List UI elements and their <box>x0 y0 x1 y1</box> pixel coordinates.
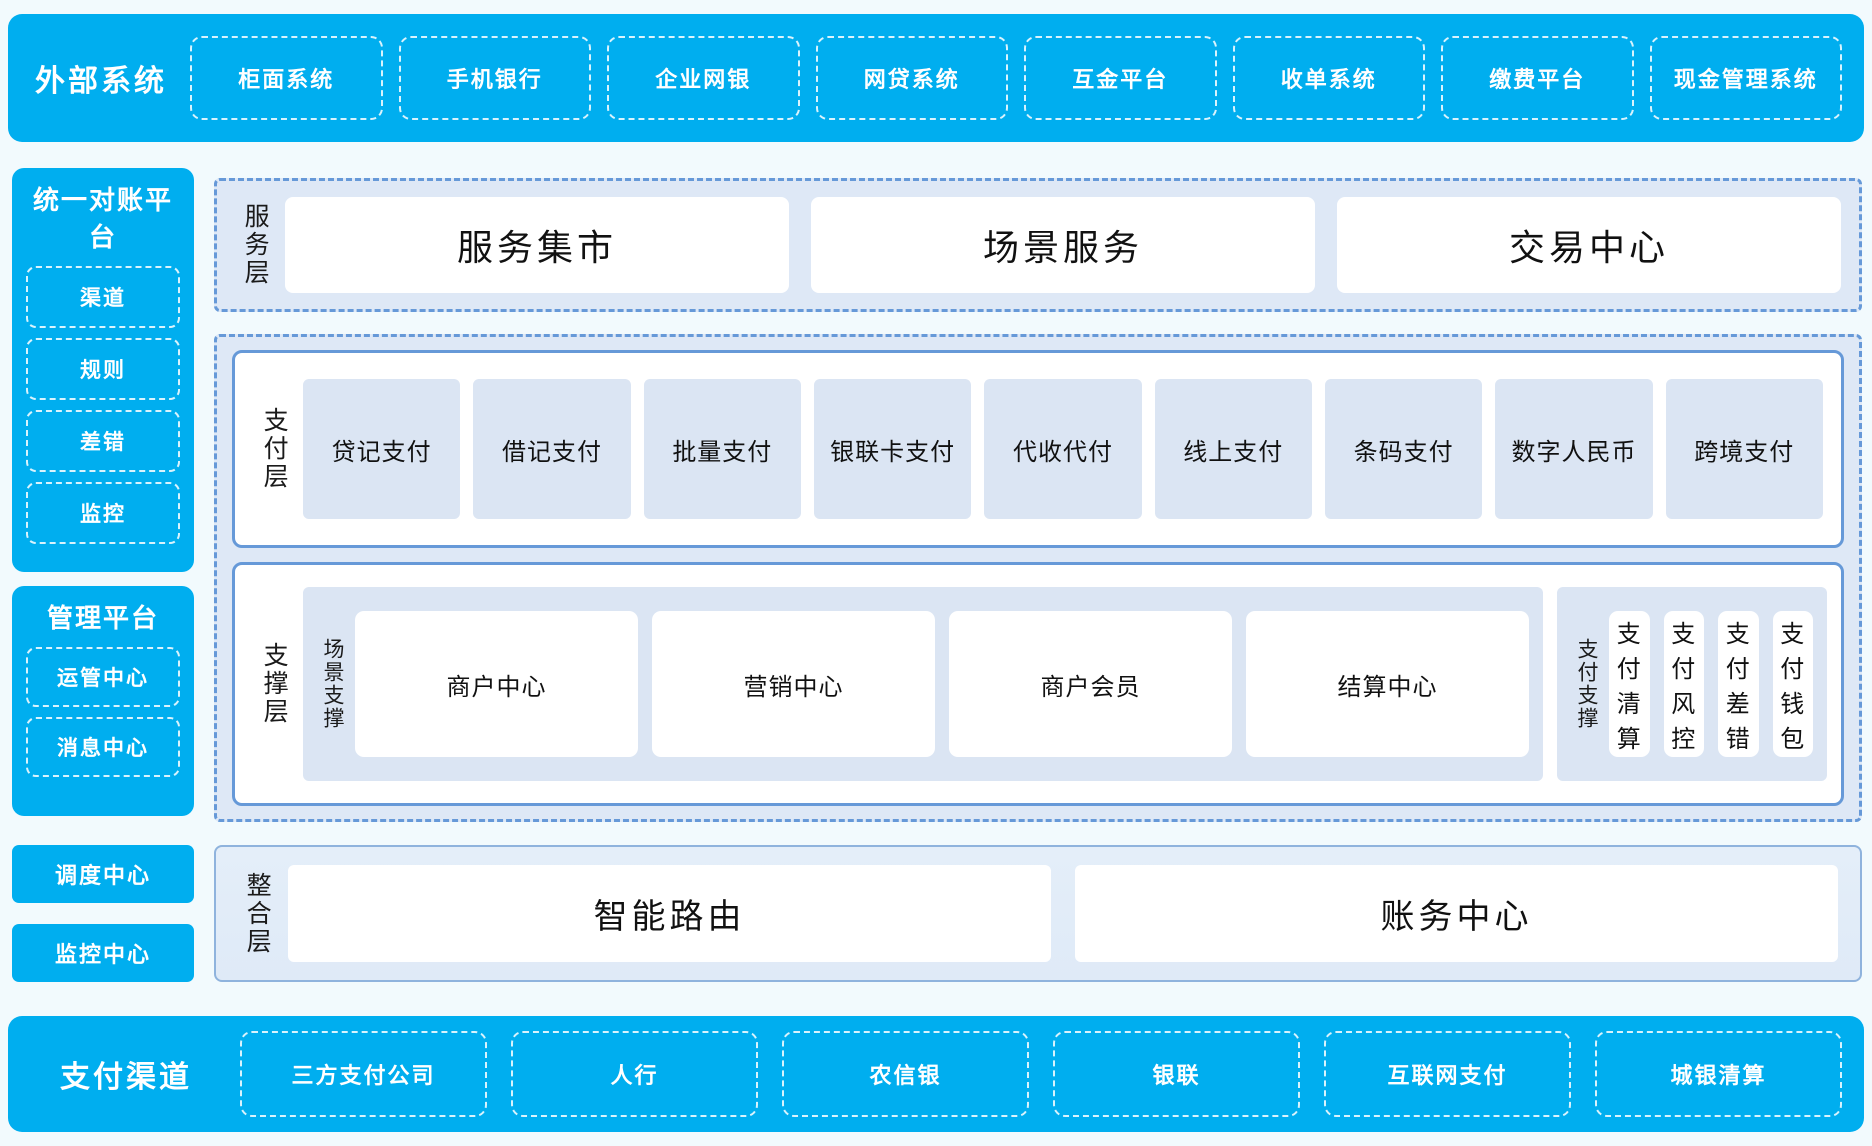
reconciliation-platform-title: 统一对账平台 <box>32 185 173 252</box>
integration-layer-cards: 智能路由 账务中心 <box>288 847 1838 980</box>
service-layer-label: 服务层 <box>241 203 270 287</box>
external-system-chip[interactable]: 手机银行 <box>398 36 591 120</box>
sidebar-item-monitoring-center[interactable]: 监控中心 <box>12 924 194 982</box>
sidebar-item-monitoring[interactable]: 监控 <box>26 482 180 544</box>
payment-channels-bar: 支付渠道 三方支付公司 人行 农信银 银联 互联网支付 城银清算 <box>8 1016 1864 1132</box>
payment-card-barcode[interactable]: 条码支付 <box>1324 379 1483 519</box>
sidebar-item-rules[interactable]: 规则 <box>26 338 180 400</box>
payment-card-online[interactable]: 线上支付 <box>1154 379 1312 519</box>
payment-channel-chip[interactable]: 三方支付公司 <box>240 1031 487 1117</box>
support-group-payment-cards: 支付清算 支付风控 支付差错 支付钱包 <box>1609 597 1813 771</box>
support-card-payment-exception[interactable]: 支付差错 <box>1718 611 1759 757</box>
support-group-scenario-cards: 商户中心 营销中心 商户会员 结算中心 <box>355 597 1529 771</box>
support-layer-label: 支撑层 <box>260 642 289 726</box>
support-layer-panel: 支撑层 场景支撑 商户中心 营销中心 商户会员 结算中心 支付支撑 支付清算 支… <box>232 562 1844 806</box>
payment-card-collection[interactable]: 代收代付 <box>984 379 1142 519</box>
support-layer-groups: 场景支撑 商户中心 营销中心 商户会员 结算中心 支付支撑 支付清算 支付风控 … <box>303 565 1827 803</box>
payment-channel-chip[interactable]: 农信银 <box>782 1031 1029 1117</box>
external-system-chip[interactable]: 网贷系统 <box>815 36 1008 120</box>
sidebar-item-exception[interactable]: 差错 <box>26 410 180 472</box>
service-card-scenario[interactable]: 场景服务 <box>811 197 1315 293</box>
support-card-payment-wallet[interactable]: 支付钱包 <box>1772 611 1813 757</box>
payment-channel-chip[interactable]: 城银清算 <box>1595 1031 1842 1117</box>
sidebar-item-operations-center[interactable]: 运管中心 <box>26 647 180 707</box>
payment-card-digital-rmb[interactable]: 数字人民币 <box>1495 379 1653 519</box>
payment-layer-cards: 贷记支付 借记支付 批量支付 银联卡支付 代收代付 线上支付 条码支付 数字人民… <box>303 353 1823 545</box>
external-system-chip[interactable]: 柜面系统 <box>190 36 383 120</box>
payment-card-unionpay[interactable]: 银联卡支付 <box>813 379 972 519</box>
support-group-scenario-label: 场景支撑 <box>321 638 345 730</box>
payment-channel-chip[interactable]: 银联 <box>1053 1031 1300 1117</box>
payment-layer-panel: 支付层 贷记支付 借记支付 批量支付 银联卡支付 代收代付 线上支付 条码支付 … <box>232 350 1844 548</box>
support-card-merchant-center[interactable]: 商户中心 <box>355 611 638 757</box>
service-layer-cards: 服务集市 场景服务 交易中心 <box>285 197 1841 293</box>
service-card-marketplace[interactable]: 服务集市 <box>285 197 789 293</box>
support-card-marketing-center[interactable]: 营销中心 <box>652 611 935 757</box>
external-systems-bar: 外部系统 柜面系统 手机银行 企业网银 网贷系统 互金平台 收单系统 缴费平台 … <box>8 14 1864 142</box>
payment-card-debit[interactable]: 借记支付 <box>473 379 631 519</box>
service-card-transaction[interactable]: 交易中心 <box>1337 197 1841 293</box>
payment-layer-label: 支付层 <box>260 407 289 491</box>
payment-channels-title: 支付渠道 <box>60 1061 192 1094</box>
external-systems-title: 外部系统 <box>35 65 167 98</box>
support-group-payment: 支付支撑 支付清算 支付风控 支付差错 支付钱包 <box>1557 587 1827 781</box>
external-system-chip[interactable]: 收单系统 <box>1232 36 1425 120</box>
external-system-chip[interactable]: 企业网银 <box>607 36 800 120</box>
sidebar-management-platform: 管理平台 运管中心 消息中心 <box>12 586 194 816</box>
service-layer-band: 服务层 服务集市 场景服务 交易中心 <box>214 178 1862 312</box>
management-platform-title: 管理平台 <box>46 603 159 633</box>
integration-layer-panel: 整合层 智能路由 账务中心 <box>214 845 1862 982</box>
payment-channel-chip[interactable]: 人行 <box>511 1031 758 1117</box>
integration-layer-label: 整合层 <box>243 871 272 956</box>
sidebar-item-message-center[interactable]: 消息中心 <box>26 717 180 777</box>
payment-channel-chip[interactable]: 互联网支付 <box>1324 1031 1571 1117</box>
support-card-payment-risk[interactable]: 支付风控 <box>1663 611 1704 757</box>
support-group-scenario: 场景支撑 商户中心 营销中心 商户会员 结算中心 <box>303 587 1543 781</box>
support-card-payment-clearing[interactable]: 支付清算 <box>1609 611 1650 757</box>
support-group-payment-label: 支付支撑 <box>1575 638 1599 730</box>
payment-channels-list: 三方支付公司 人行 农信银 银联 互联网支付 城银清算 <box>240 1031 1842 1117</box>
sidebar-reconciliation-platform: 统一对账平台 渠道 规则 差错 监控 <box>12 168 194 572</box>
payment-card-batch[interactable]: 批量支付 <box>643 379 801 519</box>
support-card-merchant-member[interactable]: 商户会员 <box>949 611 1232 757</box>
external-system-chip[interactable]: 缴费平台 <box>1441 36 1634 120</box>
support-card-settlement-center[interactable]: 结算中心 <box>1246 611 1529 757</box>
payment-card-credit[interactable]: 贷记支付 <box>303 379 461 519</box>
external-systems-list: 柜面系统 手机银行 企业网银 网贷系统 互金平台 收单系统 缴费平台 现金管理系… <box>190 36 1842 120</box>
integration-card-smart-routing[interactable]: 智能路由 <box>288 865 1051 962</box>
sidebar-item-scheduling-center[interactable]: 调度中心 <box>12 845 194 903</box>
external-system-chip[interactable]: 现金管理系统 <box>1649 36 1842 120</box>
integration-card-accounting-center[interactable]: 账务中心 <box>1075 865 1838 962</box>
sidebar-item-channel[interactable]: 渠道 <box>26 266 180 328</box>
external-system-chip[interactable]: 互金平台 <box>1024 36 1217 120</box>
payment-card-crossborder[interactable]: 跨境支付 <box>1665 379 1823 519</box>
